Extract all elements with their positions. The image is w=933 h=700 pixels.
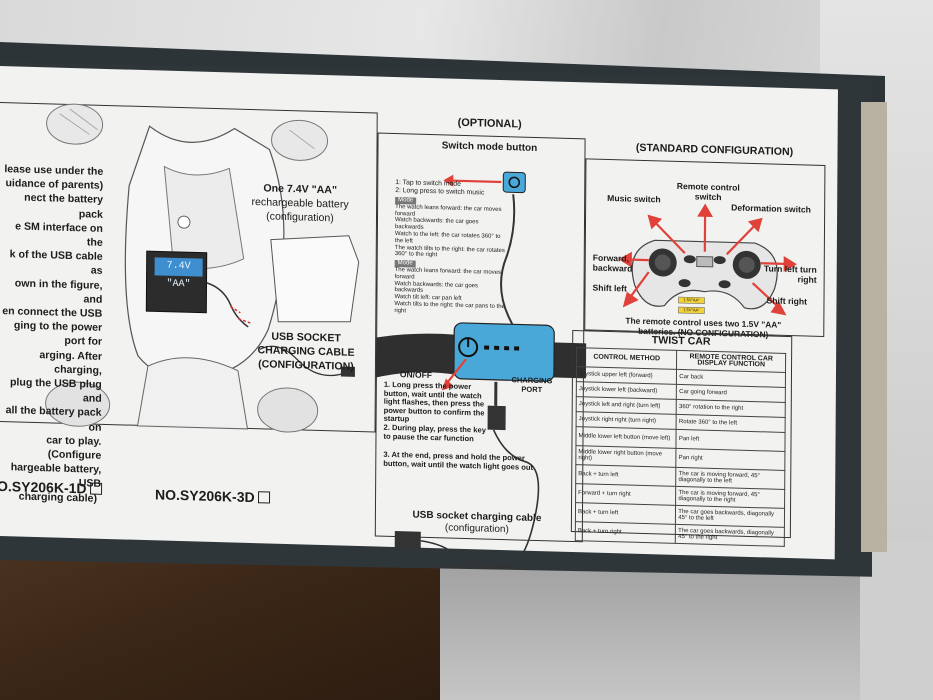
battery-label: 7.4V "AA"	[154, 257, 203, 290]
checkbox-3d	[258, 491, 271, 504]
remote-control-diagram	[618, 203, 797, 316]
watch-diagram	[375, 171, 587, 570]
checkbox-1d	[90, 482, 103, 495]
label-turn: Turn left turn right	[763, 263, 817, 285]
battery-mark-2: 1.5V"AA"	[683, 307, 700, 313]
usb-cable-caption: USB SOCKET CHARGING CABLE (CONFIGURATION…	[257, 330, 355, 373]
label-forward-backward: Forward, backward	[592, 252, 633, 274]
battery-caption: One 7.4V "AA" rechargeable battery (conf…	[251, 182, 349, 225]
instruction-text: lease use under the uidance of parents) …	[2, 163, 104, 505]
standard-config-heading: (STANDARD CONFIGURATION)	[635, 141, 794, 159]
box-side-flap	[858, 102, 887, 552]
car-illustration	[45, 103, 360, 433]
mode-1-list: Mode The watch leans forward: the car mo…	[394, 197, 505, 315]
battery-mark-1: 1.5V"AA"	[683, 297, 700, 303]
model-number-1d: O.SY206K-1D	[0, 478, 103, 497]
optional-heading: (OPTIONAL)	[457, 116, 522, 131]
instruction-label: 7.4V "AA" lease use under the uidance of…	[0, 66, 838, 570]
switch-notes: 1: Tap to switch mode 2: Long press to s…	[395, 179, 485, 197]
model-number-3d: NO.SY206K-3D	[155, 486, 271, 505]
wooden-table	[0, 545, 470, 700]
label-shift-right: Shift right	[766, 295, 808, 307]
label-remote-switch: Remote control switch	[676, 180, 740, 203]
label-music-switch: Music switch	[607, 192, 661, 205]
label-shift-left: Shift left	[592, 282, 627, 294]
charging-port-label: CHARGING PORT	[511, 375, 553, 395]
power-steps: 1. Long press the power button, wait unt…	[383, 379, 486, 443]
on-off-label: ON/OFF	[399, 369, 433, 381]
